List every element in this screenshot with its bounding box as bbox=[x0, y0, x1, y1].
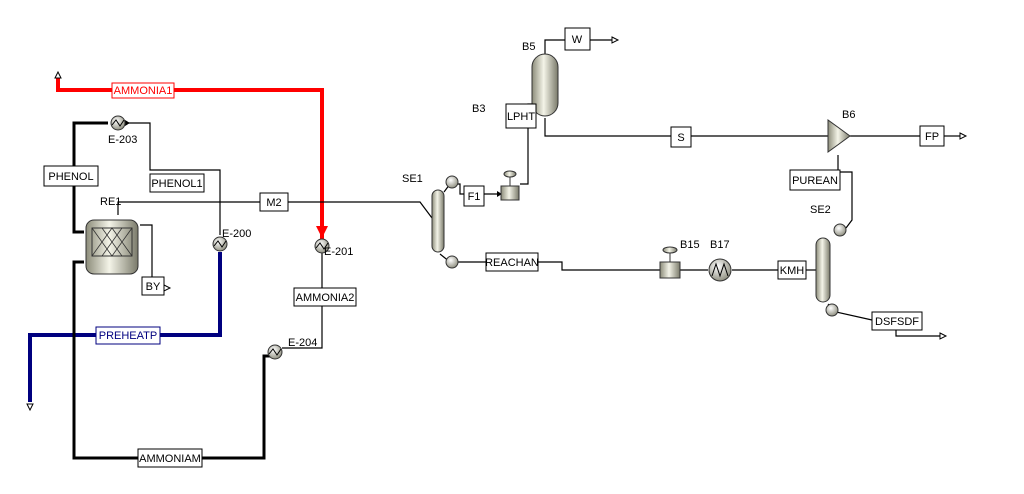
product-port-by bbox=[163, 284, 172, 292]
feed-port-preheatp bbox=[26, 403, 34, 412]
stream-reachan-line[interactable] bbox=[439, 253, 660, 271]
block-label-e203: E-203 bbox=[108, 134, 137, 146]
block-label-se2: SE2 bbox=[810, 204, 831, 216]
heat-exchanger-e203[interactable] bbox=[110, 115, 126, 131]
svg-text:PUREAN: PUREAN bbox=[792, 175, 838, 187]
feed-port-ammonia1 bbox=[54, 70, 62, 79]
stream-label-w[interactable]: W bbox=[564, 27, 591, 51]
svg-text:PHENOL1: PHENOL1 bbox=[151, 178, 202, 190]
block-label-b17: B17 bbox=[710, 239, 730, 251]
svg-text:PREHEATP: PREHEATP bbox=[99, 330, 157, 342]
block-label-e204: E-204 bbox=[288, 337, 317, 349]
svg-text:W: W bbox=[572, 34, 583, 46]
stream-label-preheatp[interactable]: PREHEATP bbox=[95, 326, 161, 345]
heat-exchanger-e204[interactable] bbox=[267, 344, 283, 360]
stream-label-phenol1[interactable]: PHENOL1 bbox=[149, 173, 205, 193]
stream-ammonia2-line[interactable] bbox=[282, 252, 323, 349]
stream-label-lpht[interactable]: LPHT bbox=[505, 103, 537, 129]
svg-text:DSFSDF: DSFSDF bbox=[875, 316, 919, 328]
heat-exchanger-e201[interactable] bbox=[314, 238, 330, 254]
stream-label-ammoniam[interactable]: AMMONIAM bbox=[137, 448, 203, 468]
svg-text:F1: F1 bbox=[468, 191, 481, 203]
block-label-e201: E-201 bbox=[324, 246, 353, 258]
svg-text:PHENOL: PHENOL bbox=[48, 171, 93, 183]
product-port-dsfsdf bbox=[939, 332, 948, 340]
stream-label-ammonia1[interactable]: AMMONIA1 bbox=[111, 82, 175, 99]
heater-b17[interactable] bbox=[708, 258, 732, 282]
svg-text:LPHT: LPHT bbox=[507, 111, 535, 123]
svg-text:AMMONIA2: AMMONIA2 bbox=[296, 292, 355, 304]
column-se2[interactable] bbox=[815, 223, 847, 317]
svg-text:KMH: KMH bbox=[780, 265, 805, 277]
block-label-b3: B3 bbox=[472, 103, 485, 115]
stream-label-m2[interactable]: M2 bbox=[259, 192, 289, 212]
stream-w-line[interactable] bbox=[544, 39, 612, 60]
svg-text:AMMONIA1: AMMONIA1 bbox=[114, 85, 173, 97]
svg-text:FP: FP bbox=[925, 131, 939, 143]
product-port-fp bbox=[959, 132, 968, 140]
stream-label-kmh[interactable]: KMH bbox=[777, 260, 807, 280]
block-label-e200: E-200 bbox=[222, 228, 251, 240]
stream-purean-line[interactable] bbox=[837, 155, 853, 229]
block-label-b15: B15 bbox=[680, 239, 700, 251]
stream-ammoniam-line[interactable] bbox=[72, 260, 275, 460]
stream-label-phenol[interactable]: PHENOL bbox=[43, 165, 99, 187]
stream-label-dsfsdf[interactable]: DSFSDF bbox=[871, 311, 923, 331]
column-b5[interactable] bbox=[531, 53, 559, 117]
stream-label-f1[interactable]: F1 bbox=[463, 185, 485, 207]
heat-exchanger-e200[interactable] bbox=[212, 236, 228, 252]
reactor-re1[interactable] bbox=[85, 219, 139, 275]
stream-label-purean[interactable]: PUREAN bbox=[789, 169, 841, 191]
mixer-b6[interactable] bbox=[827, 119, 851, 153]
stream-label-reachan[interactable]: REACHAN bbox=[485, 252, 539, 272]
stream-s-line[interactable] bbox=[544, 118, 828, 137]
stream-label-by[interactable]: BY bbox=[141, 276, 165, 296]
stream-phenol1-line[interactable] bbox=[125, 120, 221, 235]
svg-text:BY: BY bbox=[146, 281, 161, 293]
svg-text:S: S bbox=[677, 132, 684, 144]
svg-text:M2: M2 bbox=[266, 197, 281, 209]
stream-label-fp[interactable]: FP bbox=[919, 125, 945, 147]
product-port-w bbox=[611, 36, 620, 44]
column-se1[interactable] bbox=[431, 175, 459, 269]
block-label-b5: B5 bbox=[522, 41, 535, 53]
stream-by-line[interactable] bbox=[140, 224, 153, 285]
svg-text:AMMONIAM: AMMONIAM bbox=[139, 453, 201, 465]
stream-label-ammonia2[interactable]: AMMONIA2 bbox=[293, 287, 357, 307]
svg-text:REACHAN: REACHAN bbox=[485, 257, 539, 269]
valve-f1[interactable] bbox=[500, 170, 520, 201]
stream-label-s[interactable]: S bbox=[670, 126, 692, 148]
block-label-re1: RE1 bbox=[100, 196, 121, 208]
block-label-b6: B6 bbox=[842, 109, 855, 121]
stream-ammonia1-line[interactable] bbox=[56, 78, 328, 240]
block-label-se1: SE1 bbox=[402, 173, 423, 185]
valve-b15[interactable] bbox=[659, 246, 681, 279]
